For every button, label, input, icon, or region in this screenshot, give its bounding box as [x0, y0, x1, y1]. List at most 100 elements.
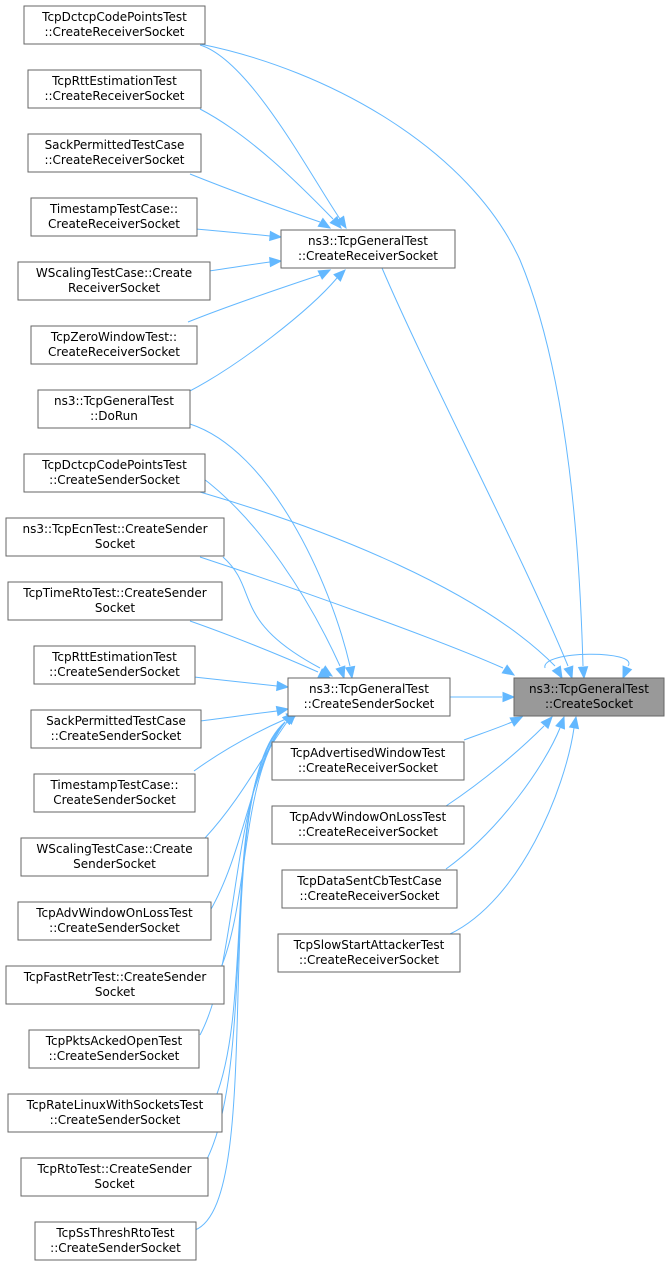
node-label-line: TcpRttEstimationTest — [51, 74, 177, 88]
node-box — [280, 229, 456, 269]
node-box — [30, 709, 202, 749]
node-box — [513, 677, 665, 717]
node-box — [23, 5, 206, 45]
node-label-line: ::CreateReceiverSocket — [298, 761, 438, 775]
node-label-line: Socket — [94, 1177, 134, 1191]
edge-layer — [187, 43, 633, 1231]
node-label-line: TcpFastRetrTest::CreateSender — [23, 970, 207, 984]
node-label-line: TimestampTestCase:: — [49, 778, 178, 792]
node-box — [17, 901, 212, 941]
node-label-line: ::CreateSenderSocket — [49, 921, 180, 935]
arrowhead — [568, 715, 580, 730]
node-rto_send[interactable]: TcpRtoTest::CreateSenderSocket — [20, 1157, 209, 1197]
node-ts_recv[interactable]: TimestampTestCase::CreateReceiverSocket — [30, 197, 198, 237]
node-gen_dorun[interactable]: ns3::TcpGeneralTest::DoRun — [37, 389, 191, 429]
edge-timerto_send-to-gen_send — [189, 620, 332, 679]
edge-advloss_recv-to-create_socket — [445, 716, 553, 807]
edge-line — [194, 721, 286, 1231]
node-ssthresh_send[interactable]: TcpSsThreshRtoTest::CreateSenderSocket — [34, 1221, 197, 1261]
node-label-line: ns3::TcpEcnTest::CreateSender — [23, 522, 208, 536]
edge-rtt_recv-to-gen_recv — [199, 108, 342, 229]
node-label-line: TcpDctcpCodePointsTest — [41, 10, 187, 24]
edge-line — [199, 491, 556, 667]
node-label-line: TcpAdvWindowOnLossTest — [35, 906, 193, 920]
node-label-line: ReceiverSocket — [68, 281, 160, 295]
node-pktsacked_send[interactable]: TcpPktsAckedOpenTest::CreateSenderSocket — [28, 1029, 200, 1069]
node-advloss_recv[interactable]: TcpAdvWindowOnLossTest::CreateReceiverSo… — [271, 805, 465, 845]
node-gen_send[interactable]: ns3::TcpGeneralTest::CreateSenderSocket — [287, 677, 451, 717]
edge-ts_recv-to-gen_recv — [195, 228, 283, 242]
node-box — [27, 69, 202, 109]
edge-line — [189, 620, 319, 673]
node-dctcp_recv[interactable]: TcpDctcpCodePointsTest::CreateReceiverSo… — [23, 5, 206, 45]
node-ts_send[interactable]: TimestampTestCase::CreateSenderSocket — [33, 773, 196, 813]
node-label-line: ::CreateReceiverSocket — [44, 25, 184, 39]
node-wscale_recv[interactable]: WScalingTestCase::CreateReceiverSocket — [17, 261, 211, 301]
node-rtt_send[interactable]: TcpRttEstimationTest::CreateSenderSocket — [33, 645, 196, 685]
node-label-line: ns3::TcpGeneralTest — [308, 234, 428, 248]
node-label-line: ns3::TcpGeneralTest — [529, 682, 649, 696]
node-dctcp_send[interactable]: TcpDctcpCodePointsTest::CreateSenderSock… — [23, 453, 206, 493]
arrowhead — [555, 715, 565, 730]
node-box — [37, 389, 191, 429]
node-label-line: SenderSocket — [73, 857, 156, 871]
edge-dctcp_send-to-gen_send — [199, 475, 346, 680]
node-ecn_send[interactable]: ns3::TcpEcnTest::CreateSenderSocket — [5, 517, 225, 557]
node-box — [28, 1029, 200, 1069]
node-label-line: SackPermittedTestCase — [46, 714, 186, 728]
edge-line — [445, 727, 561, 870]
node-advloss_send[interactable]: TcpAdvWindowOnLossTest::CreateSenderSock… — [17, 901, 212, 941]
node-advwin_recv[interactable]: TcpAdvertisedWindowTest::CreateReceiverS… — [271, 741, 465, 781]
arrowhead — [509, 716, 524, 727]
node-label-line: ::CreateSenderSocket — [49, 473, 180, 487]
node-box — [30, 197, 198, 237]
node-box — [23, 453, 206, 493]
node-timerto_send[interactable]: TcpTimeRtoTest::CreateSenderSocket — [7, 581, 223, 621]
node-datasent_recv[interactable]: TcpDataSentCbTestCase::CreateReceiverSoc… — [281, 869, 458, 909]
edge-line — [204, 721, 288, 839]
edge-line — [193, 717, 289, 772]
arrowhead — [502, 691, 516, 703]
node-label-line: ::CreateReceiverSocket — [299, 889, 439, 903]
node-label-line: TcpSlowStartAttackerTest — [293, 938, 445, 952]
node-label-line: TcpRtoTest::CreateSender — [36, 1162, 191, 1176]
node-fastretr_send[interactable]: TcpFastRetrTest::CreateSenderSocket — [5, 965, 225, 1005]
node-box — [20, 1157, 209, 1197]
node-box — [30, 325, 198, 365]
arrowhead — [501, 664, 516, 676]
node-create_socket[interactable]: ns3::TcpGeneralTest::CreateSocket — [513, 677, 665, 717]
node-gen_recv[interactable]: ns3::TcpGeneralTest::CreateReceiverSocke… — [280, 229, 456, 269]
node-wscale_send[interactable]: WScalingTestCase::CreateSenderSocket — [20, 837, 209, 877]
edge-gen_recv-to-create_socket — [381, 267, 574, 680]
node-label-line: TcpDctcpCodePointsTest — [41, 458, 187, 472]
edge-line — [381, 267, 569, 667]
node-label-line: ::CreateSenderSocket — [50, 1113, 181, 1127]
edge-sack_send-to-gen_send — [199, 705, 290, 722]
node-box — [17, 261, 211, 301]
edge-line — [208, 261, 271, 272]
node-label-line: WScalingTestCase::Create — [36, 266, 192, 280]
node-box — [281, 869, 458, 909]
node-box — [271, 805, 465, 845]
node-label-line: ::CreateReceiverSocket — [44, 153, 184, 167]
edge-slowstart_recv-to-create_socket — [449, 715, 580, 935]
node-slowstart_recv[interactable]: TcpSlowStartAttackerTest::CreateReceiver… — [277, 933, 461, 973]
arrowhead — [335, 665, 346, 680]
node-label-line: ::CreateSenderSocket — [49, 665, 180, 679]
node-sack_send[interactable]: SackPermittedTestCase::CreateSenderSocke… — [30, 709, 202, 749]
edge-gen_send-to-create_socket — [449, 691, 516, 703]
node-label-line: ns3::TcpGeneralTest — [54, 394, 174, 408]
edge-line — [199, 43, 584, 667]
edge-line — [219, 721, 286, 971]
node-box — [5, 517, 225, 557]
node-label-line: TcpAdvWindowOnLossTest — [289, 810, 447, 824]
node-ratelinux_send[interactable]: TcpRateLinuxWithSocketsTest::CreateSende… — [7, 1093, 223, 1133]
node-label-line: TcpRttEstimationTest — [51, 650, 177, 664]
node-zerowin_recv[interactable]: TcpZeroWindowTest::CreateReceiverSocket — [30, 325, 198, 365]
node-rtt_recv[interactable]: TcpRttEstimationTest::CreateReceiverSock… — [27, 69, 202, 109]
arrowhead — [344, 665, 356, 680]
arrowhead — [622, 665, 633, 680]
node-sack_recv[interactable]: SackPermittedTestCase::CreateReceiverSoc… — [27, 133, 202, 173]
node-label-line: TimestampTestCase:: — [49, 202, 178, 216]
